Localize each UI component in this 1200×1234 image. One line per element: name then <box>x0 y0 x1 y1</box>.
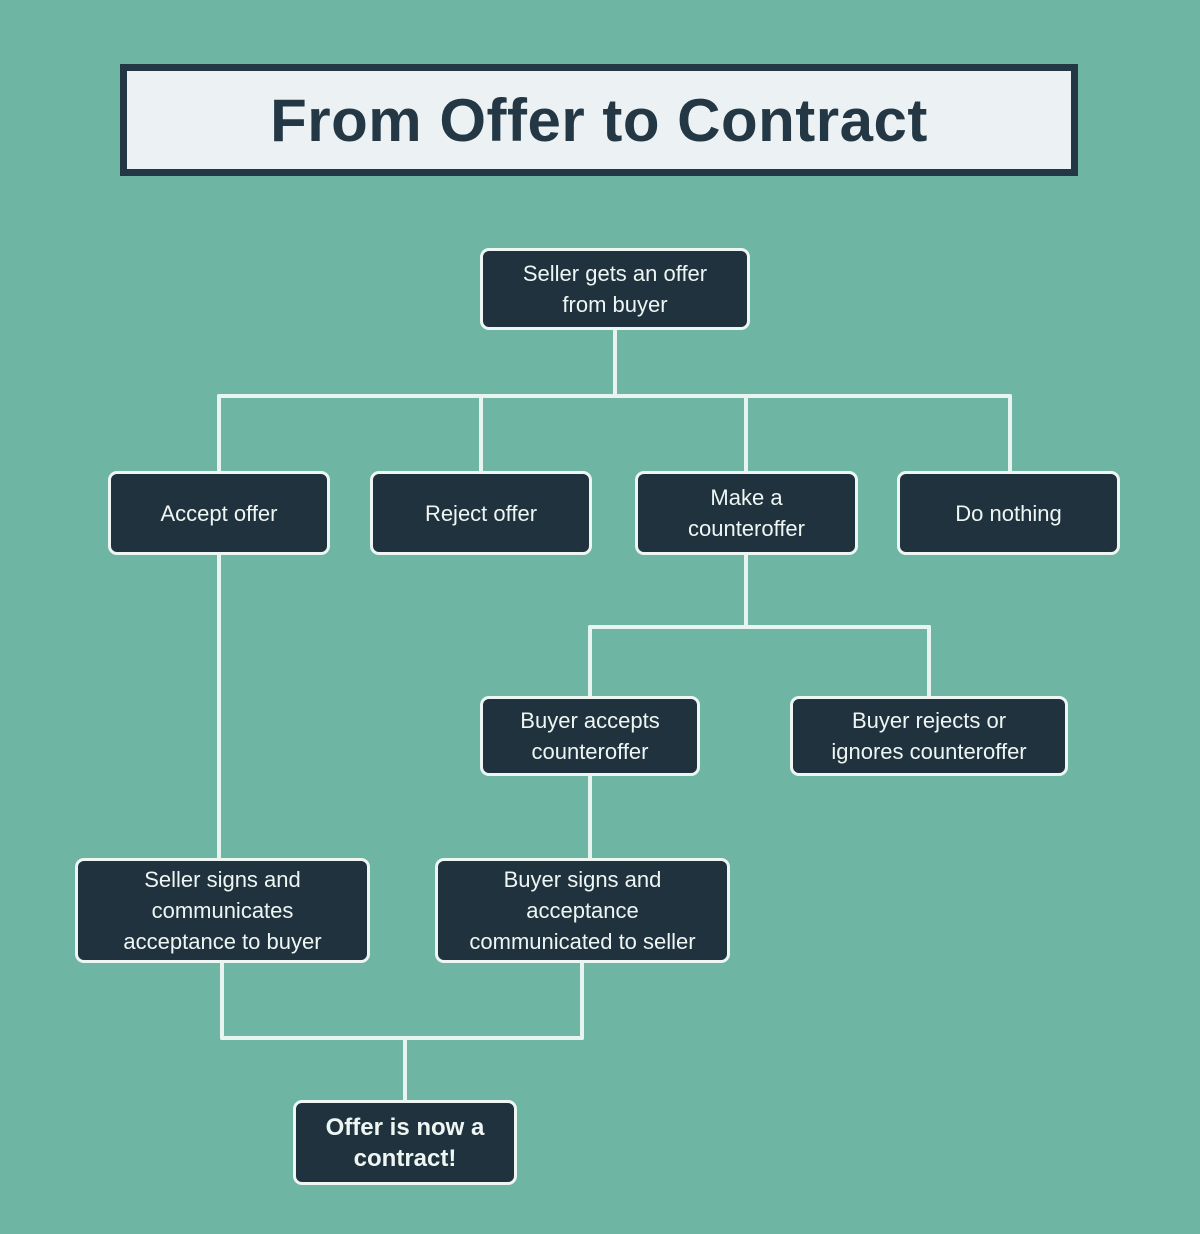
node-make-counteroffer-line2: counteroffer <box>687 516 805 541</box>
node-accept-offer-line1: Accept offer <box>160 500 278 526</box>
connector-buyer-accepts-to-buyer-signs <box>588 774 592 860</box>
node-buyer-signs: Buyer signs and acceptance communicated … <box>435 858 730 963</box>
node-make-counteroffer-line1: Make a <box>710 485 783 510</box>
connector-to-contract <box>403 1036 407 1102</box>
node-buyer-rejects: Buyer rejects or ignores counteroffer <box>790 696 1068 776</box>
node-seller-signs-line3: acceptance to buyer <box>123 929 322 954</box>
title-box: From Offer to Contract <box>120 64 1078 176</box>
node-reject-offer-line1: Reject offer <box>424 500 538 526</box>
node-buyer-accepts-line1: Buyer accepts <box>520 708 660 733</box>
node-seller-signs-line2: communicates <box>151 898 294 923</box>
node-accept-offer: Accept offer <box>108 471 330 555</box>
connector-branch-row2 <box>588 625 931 629</box>
node-do-nothing: Do nothing <box>897 471 1120 555</box>
node-contract-line2: contract! <box>353 1144 457 1172</box>
connector-to-buyer-rejects <box>927 625 931 698</box>
node-buyer-signs-line1: Buyer signs and <box>503 867 662 892</box>
connector-seller-signs-down <box>220 961 224 1040</box>
connector-accept-to-seller-signs <box>217 553 221 860</box>
connector-to-accept <box>217 394 221 473</box>
connector-to-do-nothing <box>1008 394 1012 473</box>
node-contract-line1: Offer is now a <box>325 1113 485 1141</box>
page-title: From Offer to Contract <box>270 86 928 154</box>
connector-merge <box>220 1036 584 1040</box>
connector-counteroffer-down <box>744 553 748 627</box>
node-make-counteroffer: Make a counteroffer <box>635 471 858 555</box>
node-buyer-rejects-line2: ignores counteroffer <box>831 739 1027 764</box>
node-buyer-signs-line3: communicated to seller <box>469 929 696 954</box>
connector-to-counteroffer <box>744 394 748 473</box>
node-seller-signs-line1: Seller signs and <box>144 867 301 892</box>
node-buyer-accepts: Buyer accepts counteroffer <box>480 696 700 776</box>
connector-seller-down <box>613 328 617 396</box>
node-do-nothing-line1: Do nothing <box>955 500 1062 526</box>
node-contract: Offer is now a contract! <box>293 1100 517 1185</box>
node-buyer-accepts-line2: counteroffer <box>531 739 649 764</box>
connector-to-reject <box>479 394 483 473</box>
node-reject-offer: Reject offer <box>370 471 592 555</box>
node-seller-gets-offer-line1: Seller gets an offer <box>522 261 708 286</box>
connector-to-buyer-accepts <box>588 625 592 698</box>
node-seller-signs: Seller signs and communicates acceptance… <box>75 858 370 963</box>
node-buyer-rejects-line1: Buyer rejects or <box>851 708 1007 733</box>
node-buyer-signs-line2: acceptance <box>526 898 639 923</box>
connector-branch-row1 <box>217 394 1012 398</box>
node-seller-gets-offer-line2: from buyer <box>562 292 668 317</box>
connector-buyer-signs-down <box>580 961 584 1040</box>
node-seller-gets-offer: Seller gets an offer from buyer <box>480 248 750 330</box>
